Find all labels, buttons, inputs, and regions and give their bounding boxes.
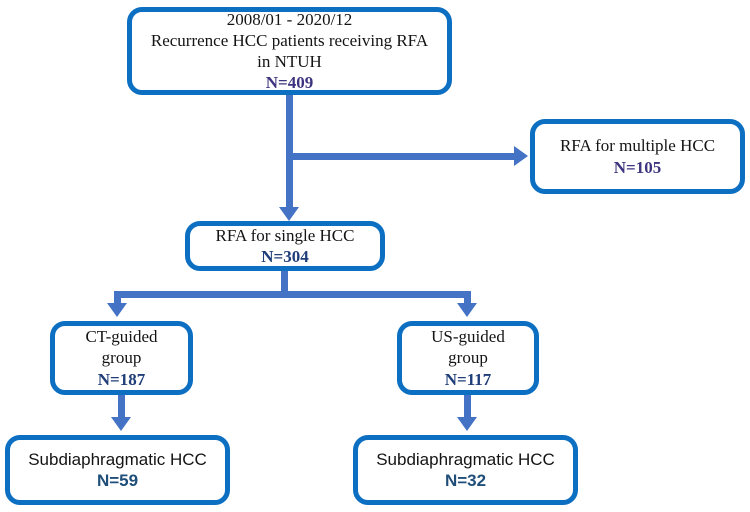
connector-branch-to-multiple — [289, 153, 514, 160]
enrollment-site: in NTUH — [257, 52, 322, 71]
arrowhead-down-icon — [457, 417, 477, 431]
arrowhead-down-icon — [279, 207, 299, 221]
arrowhead-down-icon — [111, 417, 131, 431]
ct-group-label-line1: CT-guided — [85, 327, 158, 347]
node-rfa-multiple: RFA for multiple HCC N=105 — [530, 119, 745, 194]
enrollment-period: 2008/01 - 2020/12 — [226, 9, 353, 29]
connector-single-to-split — [281, 271, 288, 298]
connector-ct-to-subdiaphragmatic — [118, 395, 125, 418]
arrowhead-down-icon — [457, 303, 477, 317]
connector-enrollment-to-single — [286, 95, 293, 207]
node-rfa-single: RFA for single HCC N=304 — [185, 221, 385, 271]
us-group-label-line1: US-guided — [431, 327, 505, 347]
us-group-count: N=117 — [444, 369, 492, 389]
node-us-guided-group: US-guided group N=117 — [397, 321, 539, 395]
ct-subdiaphragmatic-count: N=59 — [96, 471, 139, 490]
rfa-multiple-count: N=105 — [613, 157, 662, 177]
us-group-label-line2: group — [448, 348, 488, 368]
connector-split-horizontal — [114, 291, 471, 298]
us-subdiaphragmatic-label: Subdiaphragmatic HCC — [376, 449, 555, 469]
rfa-multiple-label: RFA for multiple HCC — [559, 136, 716, 156]
ct-subdiaphragmatic-label: Subdiaphragmatic HCC — [28, 449, 207, 469]
enrollment-description: Recurrence HCC patients receiving RFA — [150, 30, 429, 50]
arrowhead-right-icon — [514, 146, 528, 166]
connector-us-to-subdiaphragmatic — [464, 395, 471, 418]
rfa-single-label: RFA for single HCC — [215, 225, 355, 245]
node-enrollment: 2008/01 - 2020/12 Recurrence HCC patient… — [127, 7, 452, 95]
node-ct-guided-group: CT-guided group N=187 — [50, 321, 193, 395]
rfa-single-count: N=304 — [261, 247, 309, 266]
ct-group-count: N=187 — [97, 369, 146, 389]
connector-split-left-stub — [114, 291, 121, 304]
ct-group-label-line2: group — [101, 348, 142, 368]
connector-split-right-stub — [464, 291, 471, 304]
arrowhead-down-icon — [107, 303, 127, 317]
enrollment-count: N=409 — [265, 73, 314, 93]
node-us-subdiaphragmatic: Subdiaphragmatic HCC N=32 — [353, 435, 578, 505]
us-subdiaphragmatic-count: N=32 — [444, 471, 487, 490]
node-ct-subdiaphragmatic: Subdiaphragmatic HCC N=59 — [5, 435, 230, 505]
